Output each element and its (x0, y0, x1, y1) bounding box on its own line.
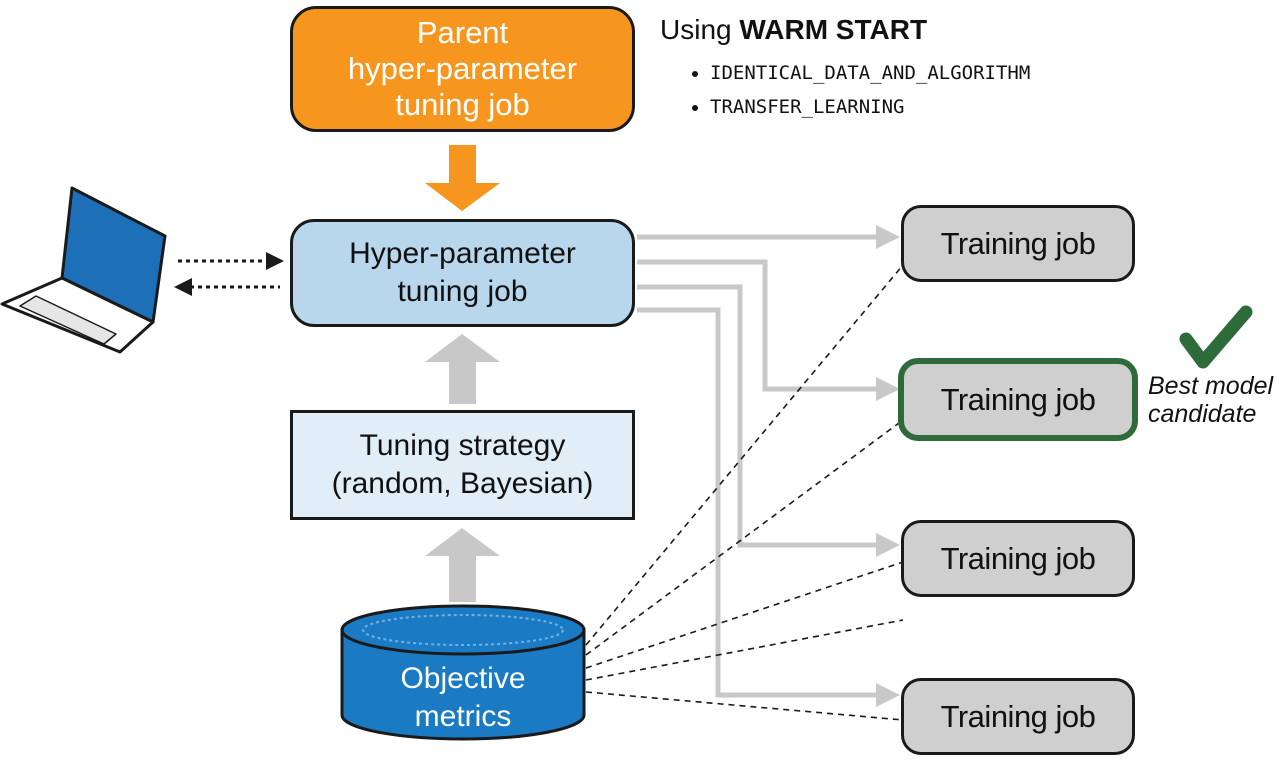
training-job-label: Training job (940, 381, 1096, 417)
warm-start-title: Using WARM START (660, 14, 1030, 46)
strategy-line2: (random, Bayesian) (331, 467, 594, 500)
parent-to-tuning-arrow (425, 145, 500, 211)
parent-job-line2: hyper-parameter (347, 51, 578, 86)
training-job-best-box[interactable]: Training job (898, 358, 1138, 441)
best-line1: Best model (1148, 372, 1274, 400)
parent-job-line1: Parent (416, 15, 509, 50)
training-job-label: Training job (940, 225, 1096, 261)
warm-start-option: TRANSFER_LEARNING (710, 90, 1030, 124)
arrowheads (876, 225, 900, 707)
tuning-to-job-arrows (637, 234, 880, 698)
warm-start-note: Using WARM START IDENTICAL_DATA_AND_ALGO… (660, 14, 1030, 124)
tuning-job-line2: tuning job (397, 275, 528, 308)
strategy-to-tuning-arrow (425, 334, 500, 404)
training-job-label: Training job (940, 698, 1096, 734)
database-icon (340, 604, 586, 741)
best-model-label: Best model candidate (1148, 372, 1273, 428)
tuning-strategy-box[interactable]: Tuning strategy (random, Bayesian) (290, 410, 635, 520)
strategy-line1: Tuning strategy (359, 429, 566, 462)
warm-start-prefix: Using (660, 14, 740, 45)
best-line2: candidate (1148, 400, 1257, 428)
warm-start-options: IDENTICAL_DATA_AND_ALGORITHM TRANSFER_LE… (660, 56, 1030, 124)
laptop-arrows (174, 252, 284, 296)
tuning-job-line1: Hyper-parameter (349, 237, 576, 270)
tuning-job-box[interactable]: Hyper-parameter tuning job (290, 219, 635, 327)
warm-start-option: IDENTICAL_DATA_AND_ALGORITHM (710, 56, 1030, 90)
metrics-line1: Objective (400, 662, 526, 695)
metrics-to-strategy-arrow (425, 528, 500, 602)
training-job-label: Training job (940, 540, 1096, 576)
training-job-box[interactable]: Training job (901, 678, 1135, 755)
laptop-icon (0, 186, 167, 354)
metrics-dashed-lines (585, 264, 904, 721)
training-job-box[interactable]: Training job (901, 205, 1135, 282)
metrics-line2: metrics (414, 700, 512, 733)
parent-tuning-job-box[interactable]: Parent hyper-parameter tuning job (290, 6, 635, 132)
parent-job-line3: tuning job (395, 87, 530, 122)
training-job-box[interactable]: Training job (901, 520, 1135, 597)
warm-start-keyword: WARM START (739, 14, 928, 45)
objective-metrics-label: Objective metrics (342, 660, 584, 736)
checkmark-icon (1179, 305, 1253, 369)
